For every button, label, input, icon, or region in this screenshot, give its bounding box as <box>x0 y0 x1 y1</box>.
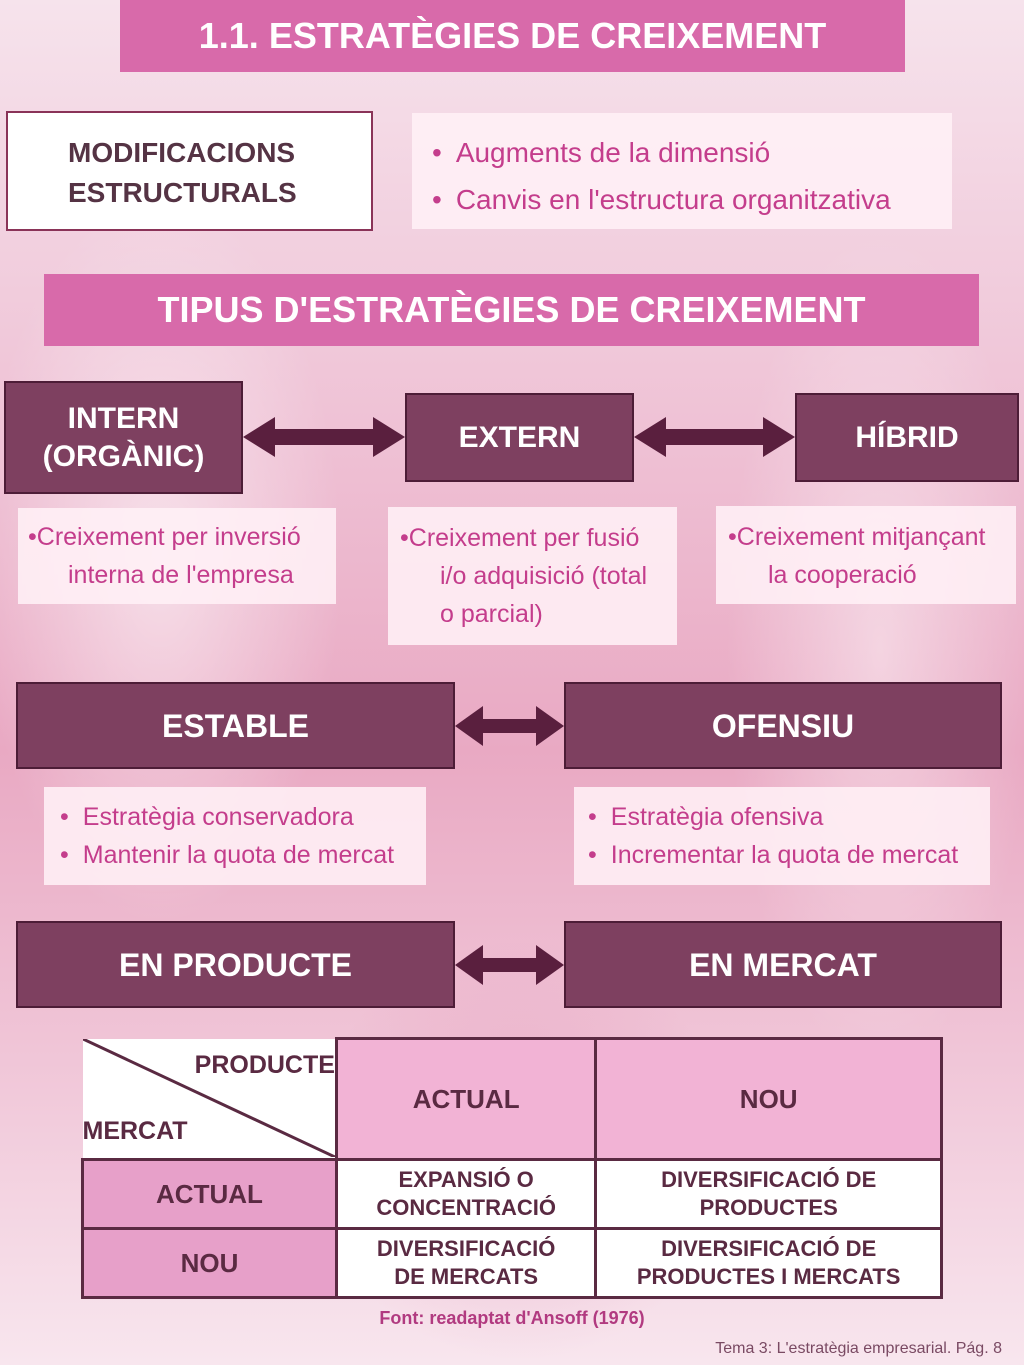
extern-description: •Creixement per fusió i/o adquisició (to… <box>388 507 677 645</box>
matrix-cell: EXPANSIÓ O CONCENTRACIÓ <box>334 1158 598 1230</box>
bullet-icon: • <box>728 523 737 551</box>
matrix-row-actual: ACTUAL <box>81 1158 338 1230</box>
list-item: •Estratègia ofensiva <box>588 798 990 836</box>
page-title: 1.1. ESTRATÈGIES DE CREIXEMENT <box>120 0 905 72</box>
double-arrow-icon <box>455 706 564 746</box>
source-note: Font: readaptat d'Ansoff (1976) <box>379 1308 645 1328</box>
matrix-col-nou: NOU <box>594 1037 943 1161</box>
bullet-icon: • <box>432 137 442 168</box>
double-arrow-icon <box>243 417 405 457</box>
ofensiu-list: •Estratègia ofensiva •Incrementar la quo… <box>574 787 990 885</box>
double-arrow-icon <box>455 945 564 985</box>
modifications-list: •Augments de la dimensió •Canvis en l'es… <box>412 113 952 229</box>
bullet-icon: • <box>60 841 69 869</box>
list-item: •Estratègia conservadora <box>60 798 426 836</box>
modifications-label-line2: ESTRUCTURALS <box>68 177 297 208</box>
list-item: •Mantenir la quota de mercat <box>60 836 426 874</box>
hibrid-description: •Creixement mitjançant la cooperació <box>716 506 1016 604</box>
modifications-label: MODIFICACIONS ESTRUCTURALS <box>6 111 373 231</box>
matrix-cell: DIVERSIFICACIÓ DE MERCATS <box>334 1227 598 1299</box>
list-item: •Canvis en l'estructura organitzativa <box>432 176 952 223</box>
extern-box: EXTERN <box>405 393 634 482</box>
ansoff-matrix: PRODUCTE MERCAT ACTUAL NOU ACTUAL EXPANS… <box>81 1037 943 1299</box>
bullet-icon: • <box>60 803 69 831</box>
list-item: •Incrementar la quota de mercat <box>588 836 990 874</box>
intern-description: •Creixement per inversió interna de l'em… <box>18 508 336 604</box>
modifications-label-line1: MODIFICACIONS <box>68 137 296 168</box>
matrix-corner: PRODUCTE MERCAT <box>82 1038 338 1161</box>
page-footer: Tema 3: L'estratègia empresarial. Pág. 8 <box>715 1340 1002 1357</box>
bullet-icon: • <box>400 524 409 552</box>
bullet-icon: • <box>432 184 442 215</box>
matrix-cell: DIVERSIFICACIÓ DE PRODUCTES <box>594 1158 943 1230</box>
estable-box: ESTABLE <box>16 682 455 769</box>
double-arrow-icon <box>634 417 795 457</box>
matrix-market-axis: MERCAT <box>82 1117 188 1145</box>
diagonal-line-icon <box>82 1038 335 1157</box>
intern-box: INTERN (ORGÀNIC) <box>4 381 243 494</box>
bullet-icon: • <box>588 803 597 831</box>
matrix-col-actual: ACTUAL <box>334 1037 598 1161</box>
producte-box: EN PRODUCTE <box>16 921 455 1008</box>
bullet-icon: • <box>588 841 597 869</box>
matrix-row-nou: NOU <box>81 1227 338 1299</box>
section-title: TIPUS D'ESTRATÈGIES DE CREIXEMENT <box>44 274 979 346</box>
matrix-product-axis: PRODUCTE <box>194 1050 335 1079</box>
matrix-cell: DIVERSIFICACIÓ DE PRODUCTES I MERCATS <box>594 1227 943 1299</box>
list-item: •Augments de la dimensió <box>432 129 952 176</box>
hibrid-box: HÍBRID <box>795 393 1019 482</box>
estable-list: •Estratègia conservadora •Mantenir la qu… <box>44 787 426 885</box>
bullet-icon: • <box>28 523 37 551</box>
ofensiu-box: OFENSIU <box>564 682 1002 769</box>
mercat-box: EN MERCAT <box>564 921 1002 1008</box>
